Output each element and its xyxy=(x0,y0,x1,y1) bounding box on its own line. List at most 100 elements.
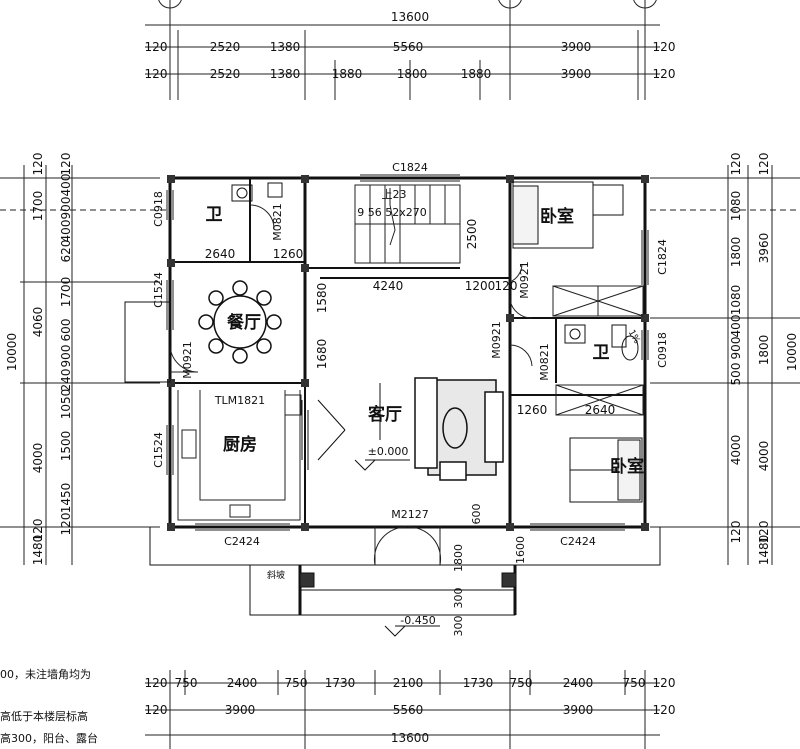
dim: 2520 xyxy=(210,67,241,81)
walls xyxy=(168,176,647,529)
note-line-3: 高300，阳台、露台 xyxy=(0,731,98,745)
bath-fixtures xyxy=(231,182,639,361)
dim: 120 xyxy=(653,40,676,54)
dim: 1800 xyxy=(729,237,743,268)
dim: 120 xyxy=(653,703,676,717)
room-kitchen: 厨房 xyxy=(223,434,257,455)
dim: 1580 xyxy=(315,283,329,314)
dim: 750 xyxy=(175,676,198,690)
dim: 750 xyxy=(623,676,646,690)
dim: 1260 xyxy=(273,247,304,261)
door-label: M0821 xyxy=(271,203,284,241)
door-label: M0921 xyxy=(181,341,194,379)
dim: 1480 xyxy=(757,535,771,566)
dim: 1080 xyxy=(729,285,743,316)
axis-marker-top xyxy=(158,0,657,9)
window-label: C1524 xyxy=(152,272,165,308)
window-label: C2424 xyxy=(560,535,596,548)
dim: 900 xyxy=(59,345,73,368)
dim: 300 xyxy=(452,616,465,637)
top-total-dim: 13600 xyxy=(391,10,429,24)
window-label: C0918 xyxy=(152,191,165,227)
dim: 2640 xyxy=(585,403,616,417)
dim: 120 xyxy=(145,40,168,54)
dim: 4240 xyxy=(373,279,404,293)
top-row1-dims: 120 2520 1380 5560 3900 120 xyxy=(145,40,676,54)
dim: 240 xyxy=(59,369,73,392)
wardrobes xyxy=(552,285,644,416)
dim: 2520 xyxy=(210,40,241,54)
dim: 5560 xyxy=(393,40,424,54)
room-dining: 餐厅 xyxy=(227,312,261,333)
dim: 600 xyxy=(59,319,73,342)
dim: 300 xyxy=(452,588,465,609)
bed-bottom xyxy=(569,437,643,503)
dim: 2100 xyxy=(393,676,424,690)
right-inner-dims: 120 1080 1800 1080 400 900 500 4000 120 xyxy=(729,153,743,544)
dim: 3900 xyxy=(225,703,256,717)
dim: 1260 xyxy=(517,403,548,417)
dim: 3900 xyxy=(563,703,594,717)
dim: 120 xyxy=(653,676,676,690)
dim: 120 xyxy=(59,513,73,536)
right-dimension-lines xyxy=(650,165,800,565)
dim: 2640 xyxy=(205,247,236,261)
dim: 1500 xyxy=(59,431,73,462)
note-line-1: 00，未注墙角均为 xyxy=(0,667,91,681)
dim: 1200 xyxy=(465,279,496,293)
dim: 1800 xyxy=(397,67,428,81)
door-label: M0821 xyxy=(538,343,551,381)
room-living: 客厅 xyxy=(367,404,402,425)
dim: 1450 xyxy=(59,483,73,514)
bottom-total-dim: 13600 xyxy=(391,731,429,745)
top-row2-dims: 120 2520 1380 1880 1800 1880 3900 120 xyxy=(145,67,676,81)
room-bath-left: 卫 xyxy=(206,205,223,225)
top-dimension-lines xyxy=(145,0,660,100)
dim: 120 xyxy=(145,676,168,690)
window-label: C1524 xyxy=(152,432,165,468)
door-label: M0921 xyxy=(518,261,531,299)
dim: 1800 xyxy=(452,544,465,572)
left-top-dims: 120 120 xyxy=(31,153,45,542)
right-top-dims: 120 120 xyxy=(757,153,771,544)
dim: 120 xyxy=(145,67,168,81)
dim: 600 xyxy=(470,504,483,525)
dim: 120 xyxy=(729,521,743,544)
sliding-door xyxy=(301,399,346,470)
sofa-set xyxy=(414,377,504,481)
windows xyxy=(166,174,649,531)
dim: 120 xyxy=(757,153,771,176)
dim: 1730 xyxy=(463,676,494,690)
window-label: C1824 xyxy=(656,239,669,275)
left-inner-dims: 120 400 900 400 620 1700 600 900 240 105… xyxy=(59,153,73,536)
left-mid-dims: 1700 4060 4000 1480 xyxy=(31,191,45,566)
dim: 1700 xyxy=(59,277,73,308)
dim: 750 xyxy=(510,676,533,690)
dim: 1680 xyxy=(315,339,329,370)
stair-label: 上23 xyxy=(382,188,407,201)
dim: 3900 xyxy=(561,67,592,81)
dim: 2400 xyxy=(227,676,258,690)
dim: 3960 xyxy=(757,233,771,264)
dim: 120 xyxy=(653,67,676,81)
dim: 4000 xyxy=(729,435,743,466)
bottom-dimension-lines xyxy=(145,670,660,749)
dim: 400 xyxy=(59,220,73,243)
stair-spec-label: 9 56 52x270 xyxy=(357,206,427,219)
dim: 1600 xyxy=(514,536,527,564)
dim: 900 xyxy=(729,337,743,360)
door-label: M2127 xyxy=(391,508,429,521)
right-total-dim: 10000 xyxy=(785,333,799,371)
doors xyxy=(169,204,533,566)
dim: 3900 xyxy=(561,40,592,54)
dim: 2400 xyxy=(563,676,594,690)
dim: 620 xyxy=(59,240,73,263)
dining-table-icon xyxy=(198,280,282,364)
window-label: C2424 xyxy=(224,535,260,548)
window-label: C0918 xyxy=(656,332,669,368)
dim: 1380 xyxy=(270,67,301,81)
bottom-row1-dims: 120 750 2400 750 1730 2100 1730 750 2400… xyxy=(145,676,676,690)
dim: 500 xyxy=(729,363,743,386)
elevation-main: ±0.000 xyxy=(368,445,409,458)
bottom-row2-dims: 120 3900 5560 3900 120 xyxy=(145,703,676,717)
